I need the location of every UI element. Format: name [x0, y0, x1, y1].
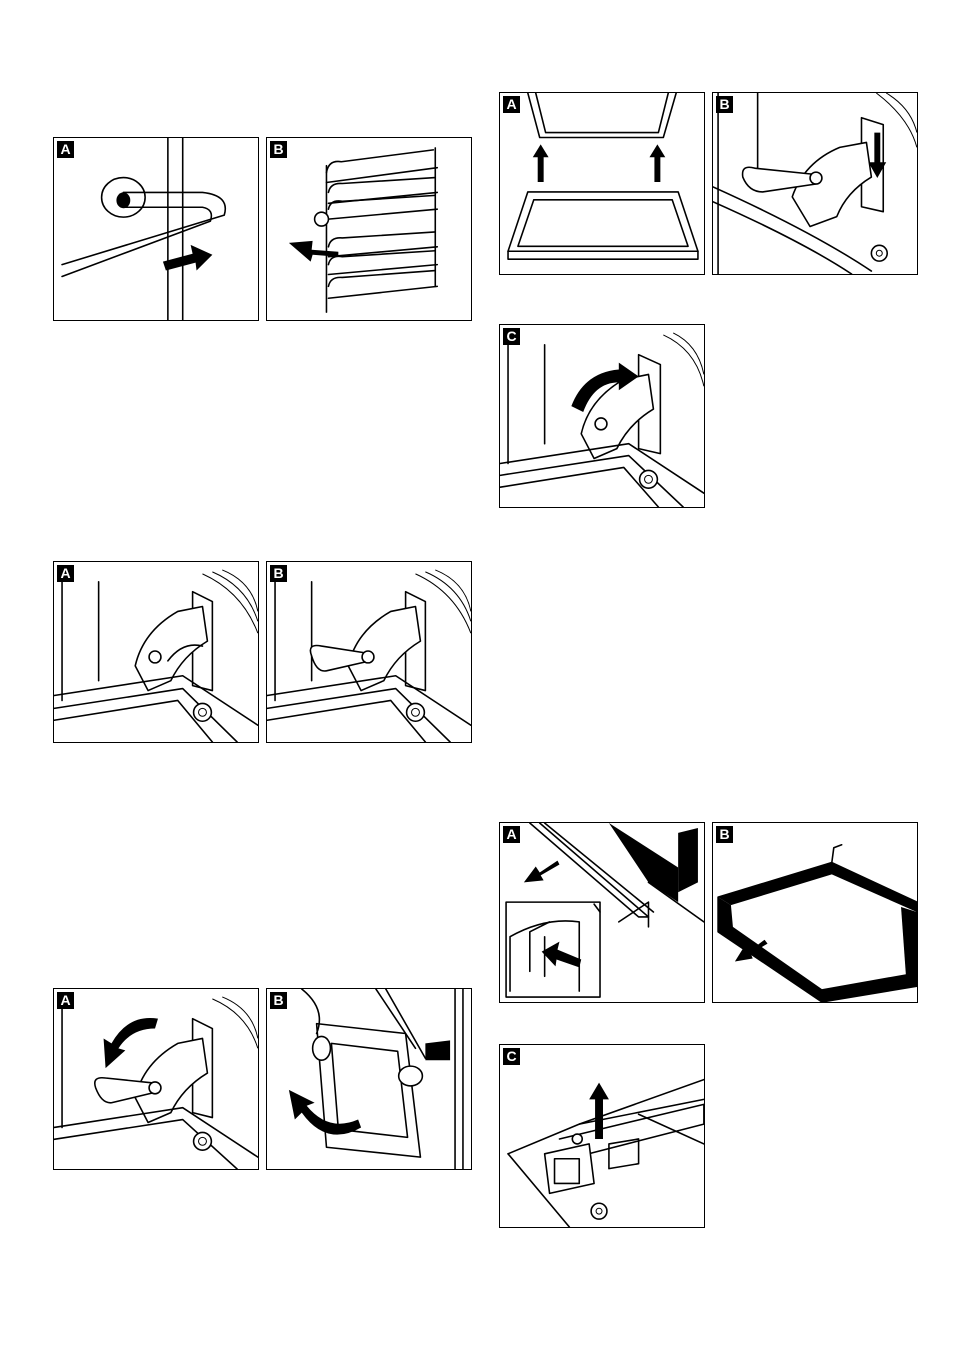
figure-label: A	[503, 96, 520, 113]
figure-label: C	[503, 328, 520, 345]
door-hinge-icon	[54, 989, 258, 1169]
figure-5b-glass-pane-removal: B	[712, 822, 918, 1003]
door-hinge-icon	[267, 562, 471, 742]
figure-label: B	[270, 141, 287, 158]
figure-4a-door-open: A	[499, 92, 705, 275]
figure-label: B	[716, 826, 733, 843]
figure-label: A	[57, 565, 74, 582]
glass-pane-illustration	[713, 823, 917, 1002]
door-hinge-icon	[713, 93, 917, 274]
oven-door-illustration	[267, 989, 471, 1169]
arrow-up-icon	[649, 144, 665, 182]
rail-hook-illustration	[54, 138, 258, 320]
figure-label: B	[270, 565, 287, 582]
curved-arrow-icon	[104, 1018, 158, 1068]
figure-4c-hinge-close: C	[499, 324, 705, 508]
cover-strip-illustration	[500, 823, 704, 1002]
figure-5a-cover-strip-removal: A	[499, 822, 705, 1003]
figure-3a-hinge-lever-fold: A	[53, 988, 259, 1170]
figure-4b-hinge-insert: B	[712, 92, 918, 275]
arrow-down-left-icon	[524, 861, 560, 883]
oven-door-illustration	[500, 93, 704, 274]
arrow-up-icon	[533, 144, 549, 182]
figure-label: C	[503, 1048, 520, 1065]
figure-label: A	[503, 826, 520, 843]
figure-label: A	[57, 141, 74, 158]
figure-2b-hinge-lever-open: B	[266, 561, 472, 743]
figure-2a-hinge-closed: A	[53, 561, 259, 743]
figure-label: B	[270, 992, 287, 1009]
clip-illustration	[500, 1045, 704, 1227]
oven-rack-icon	[267, 138, 471, 320]
figure-5c-clip-removal: C	[499, 1044, 705, 1228]
figure-label: B	[716, 96, 733, 113]
door-hinge-icon	[500, 325, 704, 507]
figure-3b-door-lift: B	[266, 988, 472, 1170]
figure-label: A	[57, 992, 74, 1009]
figure-1a-rail-hook: A	[53, 137, 259, 321]
arrow-right-icon	[163, 245, 212, 271]
figure-1b-rack-removal: B	[266, 137, 472, 321]
door-hinge-icon	[54, 562, 258, 742]
